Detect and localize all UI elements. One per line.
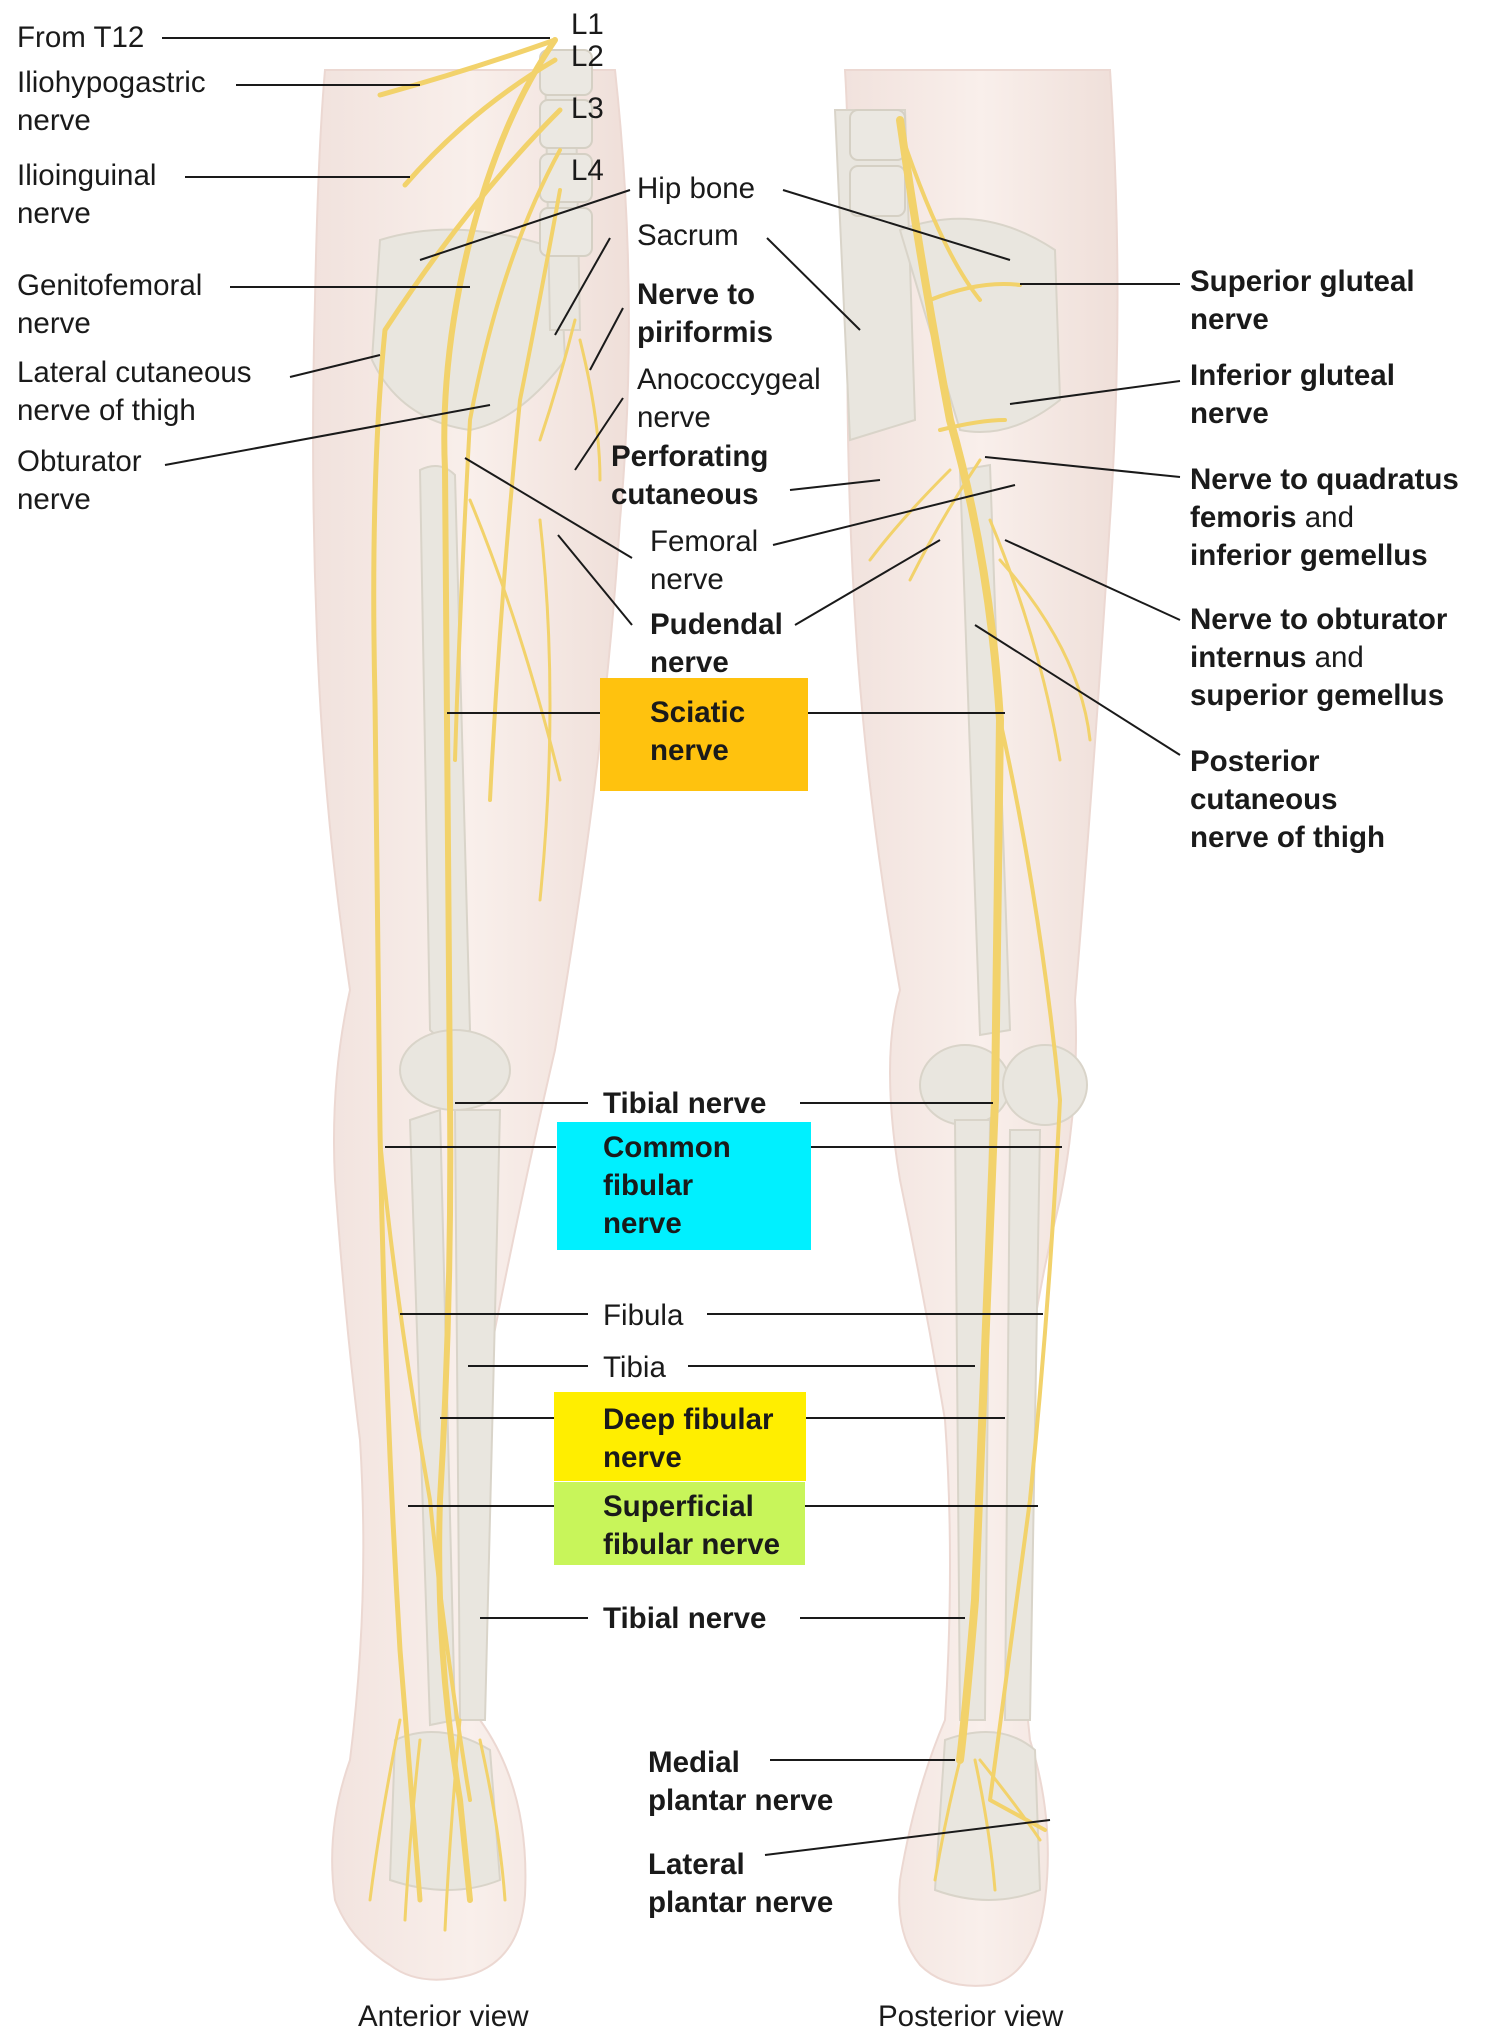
label-tibial-nerve-knee: Tibial nerve xyxy=(603,1087,767,1120)
common-fibular-highlight xyxy=(557,1122,811,1250)
deep-fibular-highlight xyxy=(554,1392,806,1481)
leader-lines xyxy=(162,37,1181,1856)
label-l2: L2 xyxy=(571,40,604,73)
label-l4: L4 xyxy=(571,154,604,187)
label-fibula: Fibula xyxy=(603,1299,684,1332)
sciatic-highlight xyxy=(600,678,808,791)
label-from-t12: From T12 xyxy=(17,21,145,54)
caption-posterior-view: Posterior view xyxy=(878,2000,1064,2033)
label-nerve-to-quadratus: Nerve to quadratus femoris and inferior … xyxy=(1190,463,1459,572)
superficial-fibular-highlight xyxy=(554,1482,805,1565)
caption-anterior-view: Anterior view xyxy=(358,2000,529,2033)
label-l3: L3 xyxy=(571,92,604,125)
label-sacrum: Sacrum xyxy=(637,219,739,252)
label-nerve-to-obturator-internus: Nerve to obturator internus and superior… xyxy=(1190,603,1448,712)
label-tibial-nerve-ankle: Tibial nerve xyxy=(603,1602,767,1635)
label-tibia: Tibia xyxy=(603,1351,666,1384)
label-hip-bone: Hip bone xyxy=(637,172,756,205)
label-l1: L1 xyxy=(571,8,604,41)
